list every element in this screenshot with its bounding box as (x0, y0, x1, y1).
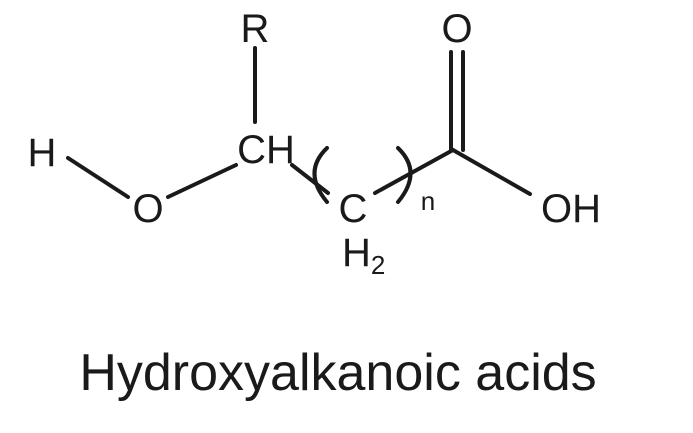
methylene-h-text: H (342, 231, 371, 275)
bond-o-ch (166, 163, 238, 199)
methylene-h-label: H2 (342, 231, 385, 280)
methine-ch-label: CH (237, 128, 295, 172)
bond-h-o (66, 156, 130, 199)
bond-c-oh (451, 148, 532, 196)
repeat-count-label: n (421, 186, 435, 216)
substituent-r-label: R (241, 7, 270, 51)
methylene-c-label: C (339, 187, 368, 231)
bond-ch2-cooh (373, 148, 455, 195)
methylene-h-subscript: 2 (371, 250, 385, 280)
repeat-bracket-left (312, 146, 329, 204)
hydroxyl-o-label: O (132, 187, 163, 231)
hydroxyl-h-label: H (28, 131, 57, 175)
structure-caption: Hydroxyalkanoic acids (79, 344, 596, 402)
bond-ch-ch2 (290, 163, 330, 195)
repeat-bracket-right (396, 146, 413, 204)
carbonyl-o-label: O (441, 7, 472, 51)
acid-oh-label: OH (541, 187, 601, 231)
